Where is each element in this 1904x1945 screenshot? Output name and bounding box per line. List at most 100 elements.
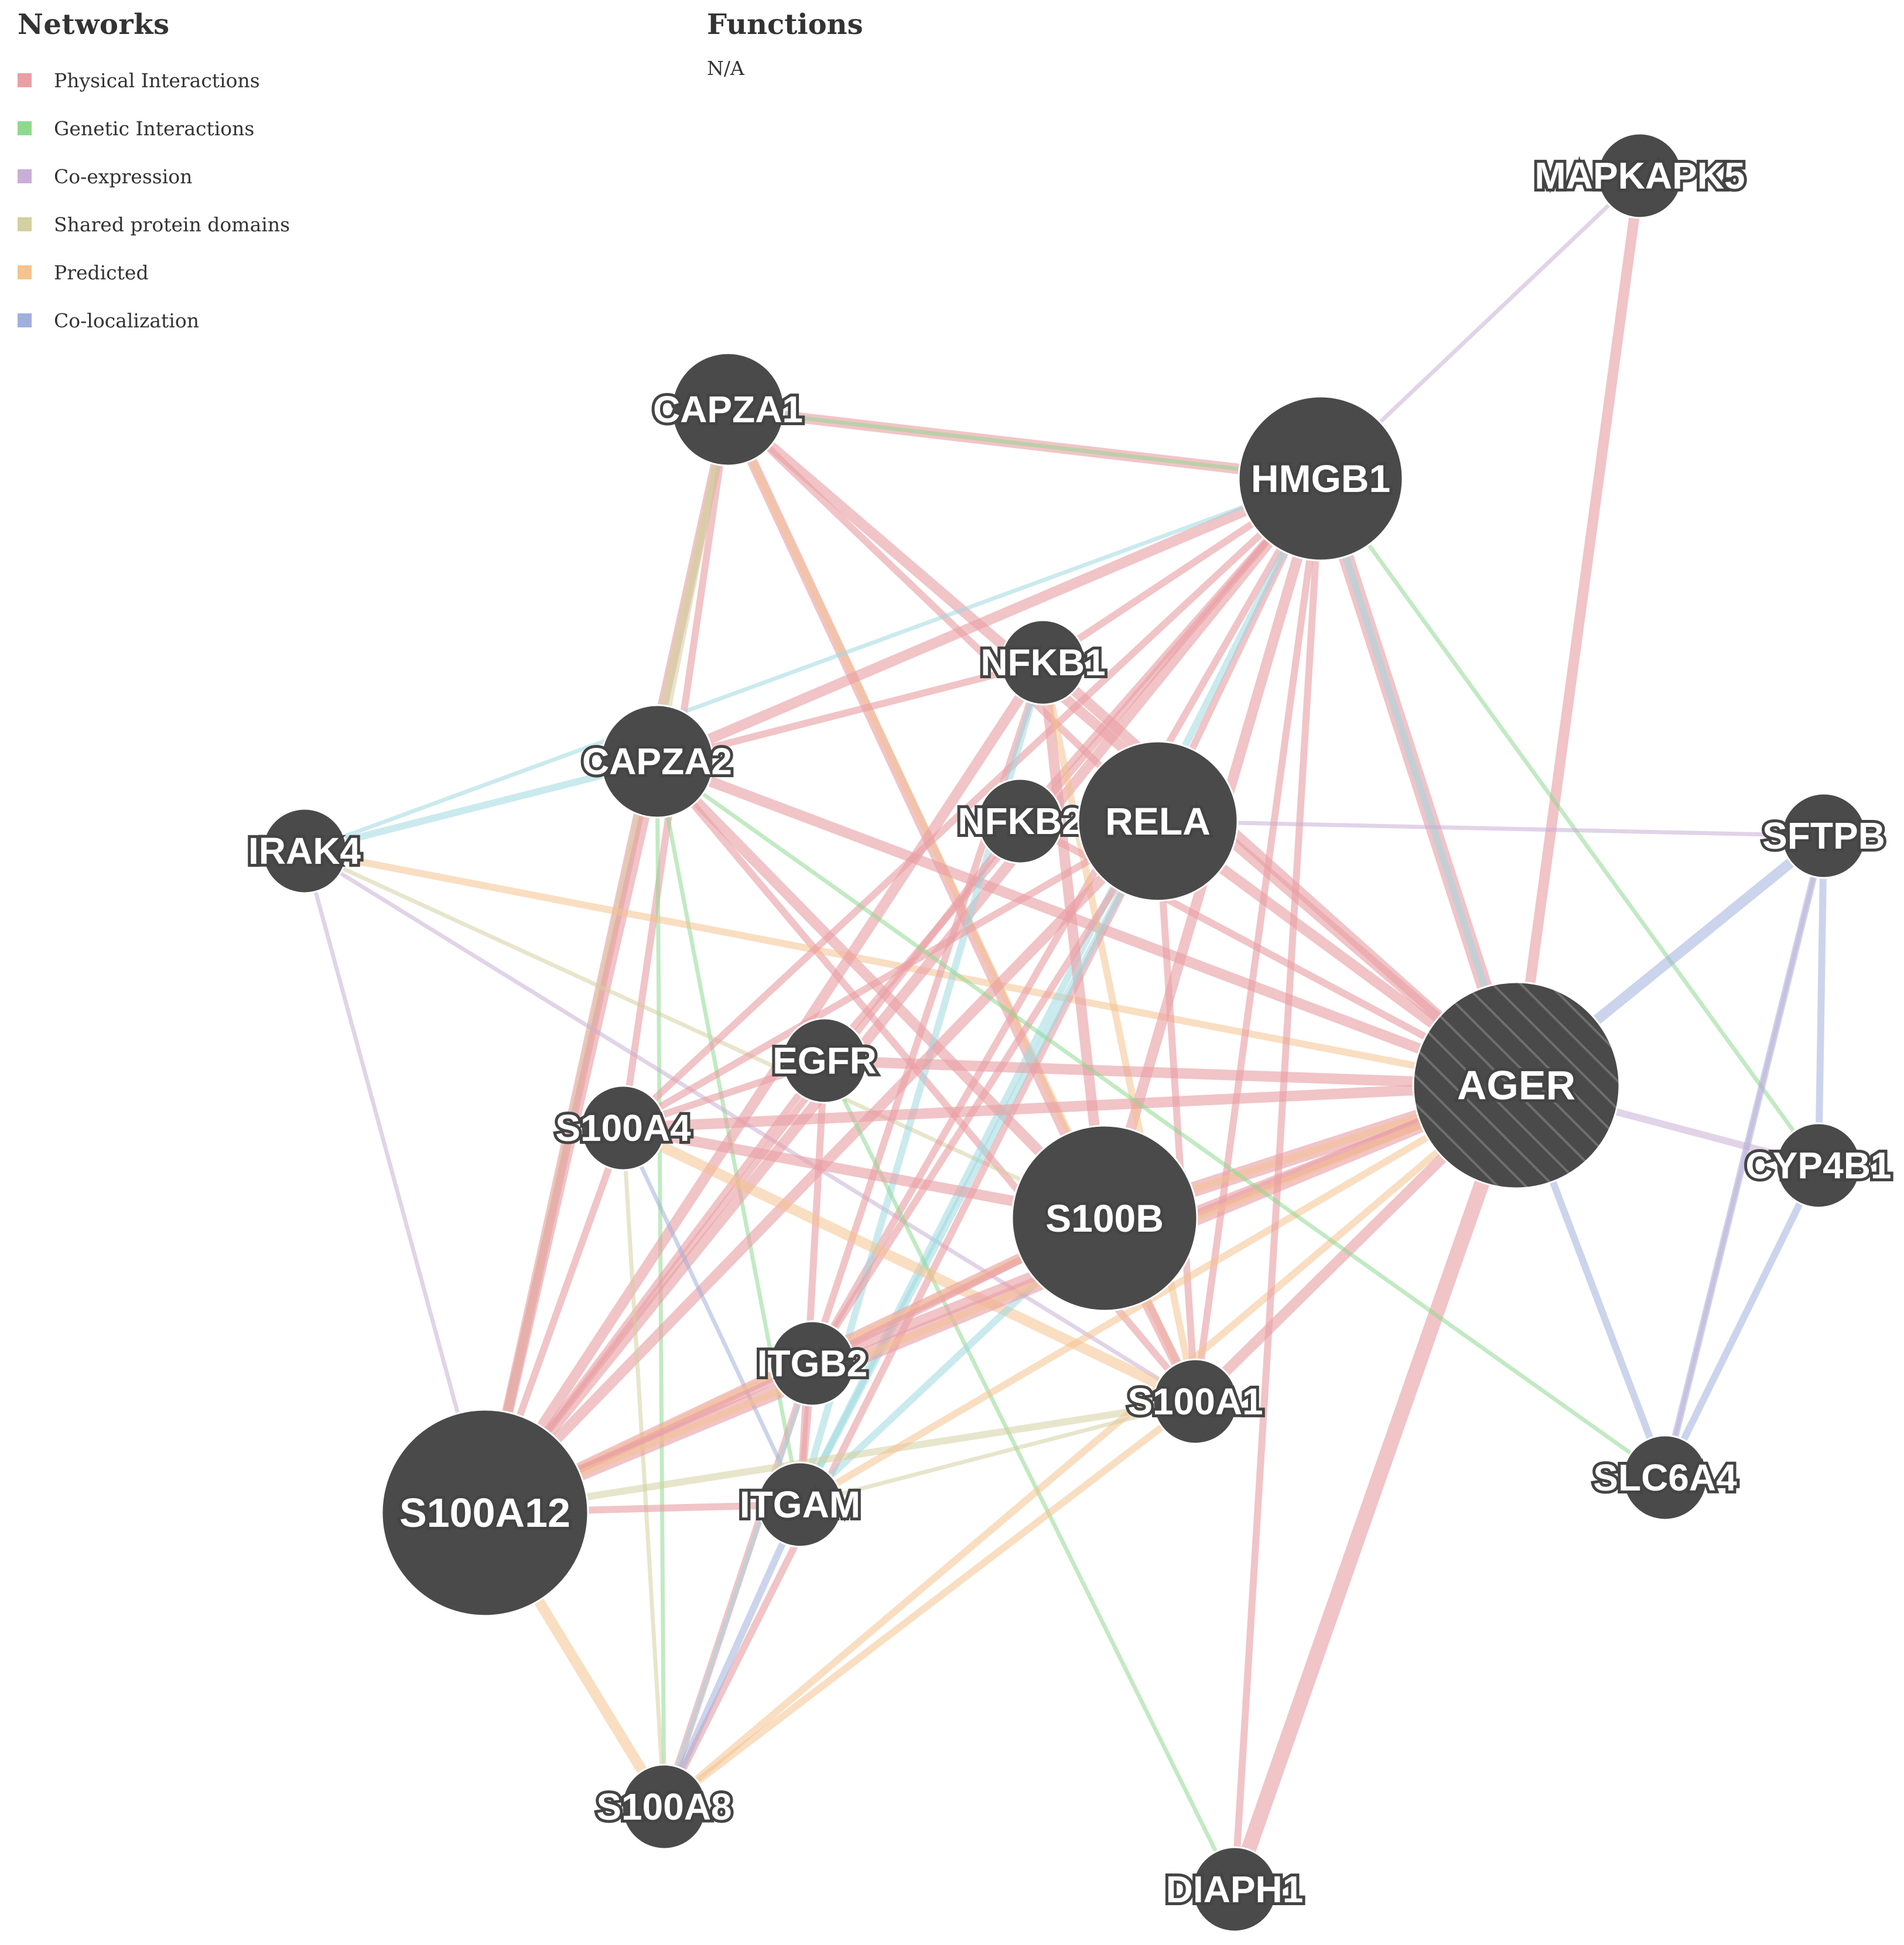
node-circle[interactable]	[781, 1017, 868, 1104]
legend-label: Shared protein domains	[54, 213, 290, 236]
node-circle[interactable]	[1152, 1358, 1239, 1445]
node-circle[interactable]	[1191, 1846, 1278, 1933]
node-egfr[interactable]: EGFR	[770, 1017, 880, 1104]
node-circle[interactable]	[1000, 619, 1086, 706]
node-hmgb1[interactable]: HMGB1	[1238, 395, 1404, 562]
edge-s100a8-itgam	[661, 1501, 804, 1810]
node-rela[interactable]: RELA	[1077, 740, 1239, 902]
node-mapkapk5[interactable]: MAPKAPK5	[1532, 132, 1748, 219]
node-slc6a4[interactable]: SLC6A4	[1590, 1434, 1740, 1521]
node-ager[interactable]: AGER	[1412, 981, 1621, 1189]
node-nfkb2[interactable]: NFKB2	[955, 778, 1086, 864]
node-cyp4b1[interactable]: CYP4B1	[1743, 1122, 1895, 1209]
node-circle[interactable]	[977, 778, 1064, 864]
node-label: S100A4	[555, 1107, 691, 1149]
node-itgb2[interactable]: ITGB2	[754, 1320, 870, 1407]
edge-rela-itgb2	[809, 818, 1161, 1367]
node-circle[interactable]	[1412, 981, 1621, 1189]
node-circle[interactable]	[580, 1085, 666, 1171]
node-circle[interactable]	[671, 352, 785, 467]
node-label: SFTPB	[1762, 815, 1885, 857]
node-circle[interactable]	[381, 1409, 589, 1617]
edge-sftpb-rela	[1156, 819, 1826, 838]
node-circle[interactable]	[1011, 1124, 1198, 1312]
edge-irak4-s100a12	[302, 849, 487, 1515]
node-circle[interactable]	[757, 1461, 843, 1548]
node-nfkb1[interactable]: NFKB1	[977, 619, 1109, 706]
edge-capza2-nfkb1	[654, 659, 1047, 765]
edge-diaph1-hmgb1	[1231, 475, 1324, 1893]
legend-label: Co-expression	[54, 165, 193, 188]
edge-s100a4-ager	[618, 1080, 1522, 1133]
legend-swatch	[18, 121, 32, 135]
node-label: CAPZA1	[653, 388, 803, 430]
node-label: EGFR	[772, 1040, 877, 1082]
legend-label: Physical Interactions	[54, 69, 260, 92]
node-s100a4[interactable]: S100A4	[552, 1085, 694, 1171]
edge-slc6a4-capza2	[655, 759, 1667, 1480]
node-circle[interactable]	[1238, 395, 1404, 562]
legend-item: Co-expression	[18, 152, 290, 200]
edge-irak4-s100b	[302, 849, 1107, 1221]
legend-swatch	[18, 313, 32, 327]
node-capza1[interactable]: CAPZA1	[650, 352, 806, 467]
legend-item: Genetic Interactions	[18, 104, 290, 152]
edge-rela-s100a4	[620, 818, 1161, 1132]
edge-capza2-s100a12	[480, 756, 662, 1518]
node-circle[interactable]	[1077, 740, 1239, 902]
node-label: IRAK4	[248, 830, 361, 872]
node-s100a1[interactable]: S100A1	[1124, 1358, 1266, 1445]
node-label: RELA	[1105, 799, 1211, 843]
edge-sftpb-cyp4b1	[1815, 832, 1827, 1169]
legend-label: Genetic Interactions	[54, 117, 255, 140]
edge-capza1-hmgb1	[726, 407, 1323, 481]
edge-egfr-ager	[819, 1055, 1522, 1091]
node-circle[interactable]	[1622, 1434, 1708, 1521]
edge-itgam-s100a1	[798, 1399, 1198, 1507]
edge-s100a12-ager	[481, 1082, 1520, 1516]
node-circle[interactable]	[261, 808, 348, 894]
edge-irak4-capza2	[301, 758, 661, 854]
legend-item: Co-localization	[18, 296, 290, 344]
legend-swatch	[18, 169, 32, 183]
edge-egfr-diaph1	[822, 1058, 1237, 1892]
node-circle[interactable]	[769, 1320, 856, 1407]
functions-panel: Functions N/A	[707, 8, 863, 93]
node-sftpb[interactable]: SFTPB	[1759, 792, 1888, 879]
edge-slc6a4-sftpb	[1663, 833, 1826, 1480]
node-irak4[interactable]: IRAK4	[245, 808, 364, 894]
node-s100b[interactable]: S100B	[1011, 1124, 1198, 1312]
node-label: NFKB2	[958, 800, 1082, 842]
node-circle[interactable]	[600, 704, 715, 819]
legend-swatch	[18, 73, 32, 87]
edge-nfkb1-ager	[1038, 657, 1522, 1091]
edge-capza2-ager	[652, 756, 1522, 1091]
edge-rela-s100a1	[1154, 818, 1199, 1405]
edge-s100a4-itgam	[621, 1126, 802, 1507]
edge-hmgb1-ager	[1317, 475, 1520, 1089]
node-s100a8[interactable]: S100A8	[593, 1763, 735, 1850]
edge-s100a4-s100a1	[618, 1123, 1201, 1407]
node-label: DIAPH1	[1166, 1868, 1304, 1910]
node-label: S100A8	[596, 1786, 731, 1828]
edge-itgb2-s100a8	[662, 1361, 815, 1809]
edge-cyp4b1-slc6a4	[1662, 1162, 1822, 1481]
node-label: S100B	[1045, 1197, 1164, 1240]
node-circle[interactable]	[1780, 792, 1867, 879]
node-circle[interactable]	[1775, 1122, 1862, 1209]
node-label: MAPKAPK5	[1534, 155, 1745, 197]
node-capza2[interactable]: CAPZA2	[579, 704, 735, 819]
node-label: ITGB2	[757, 1342, 867, 1385]
node-circle[interactable]	[1597, 132, 1683, 219]
node-label: NFKB1	[980, 641, 1105, 683]
functions-value: N/A	[707, 57, 744, 80]
node-circle[interactable]	[621, 1763, 707, 1850]
node-diaph1[interactable]: DIAPH1	[1163, 1846, 1306, 1933]
node-label: S100A1	[1127, 1380, 1263, 1423]
node-s100a12[interactable]: S100A12	[381, 1409, 589, 1617]
edge-diaph1-ager	[1227, 1078, 1524, 1897]
node-label: HMGB1	[1251, 457, 1390, 500]
node-itgam[interactable]: ITGAM	[737, 1461, 863, 1548]
